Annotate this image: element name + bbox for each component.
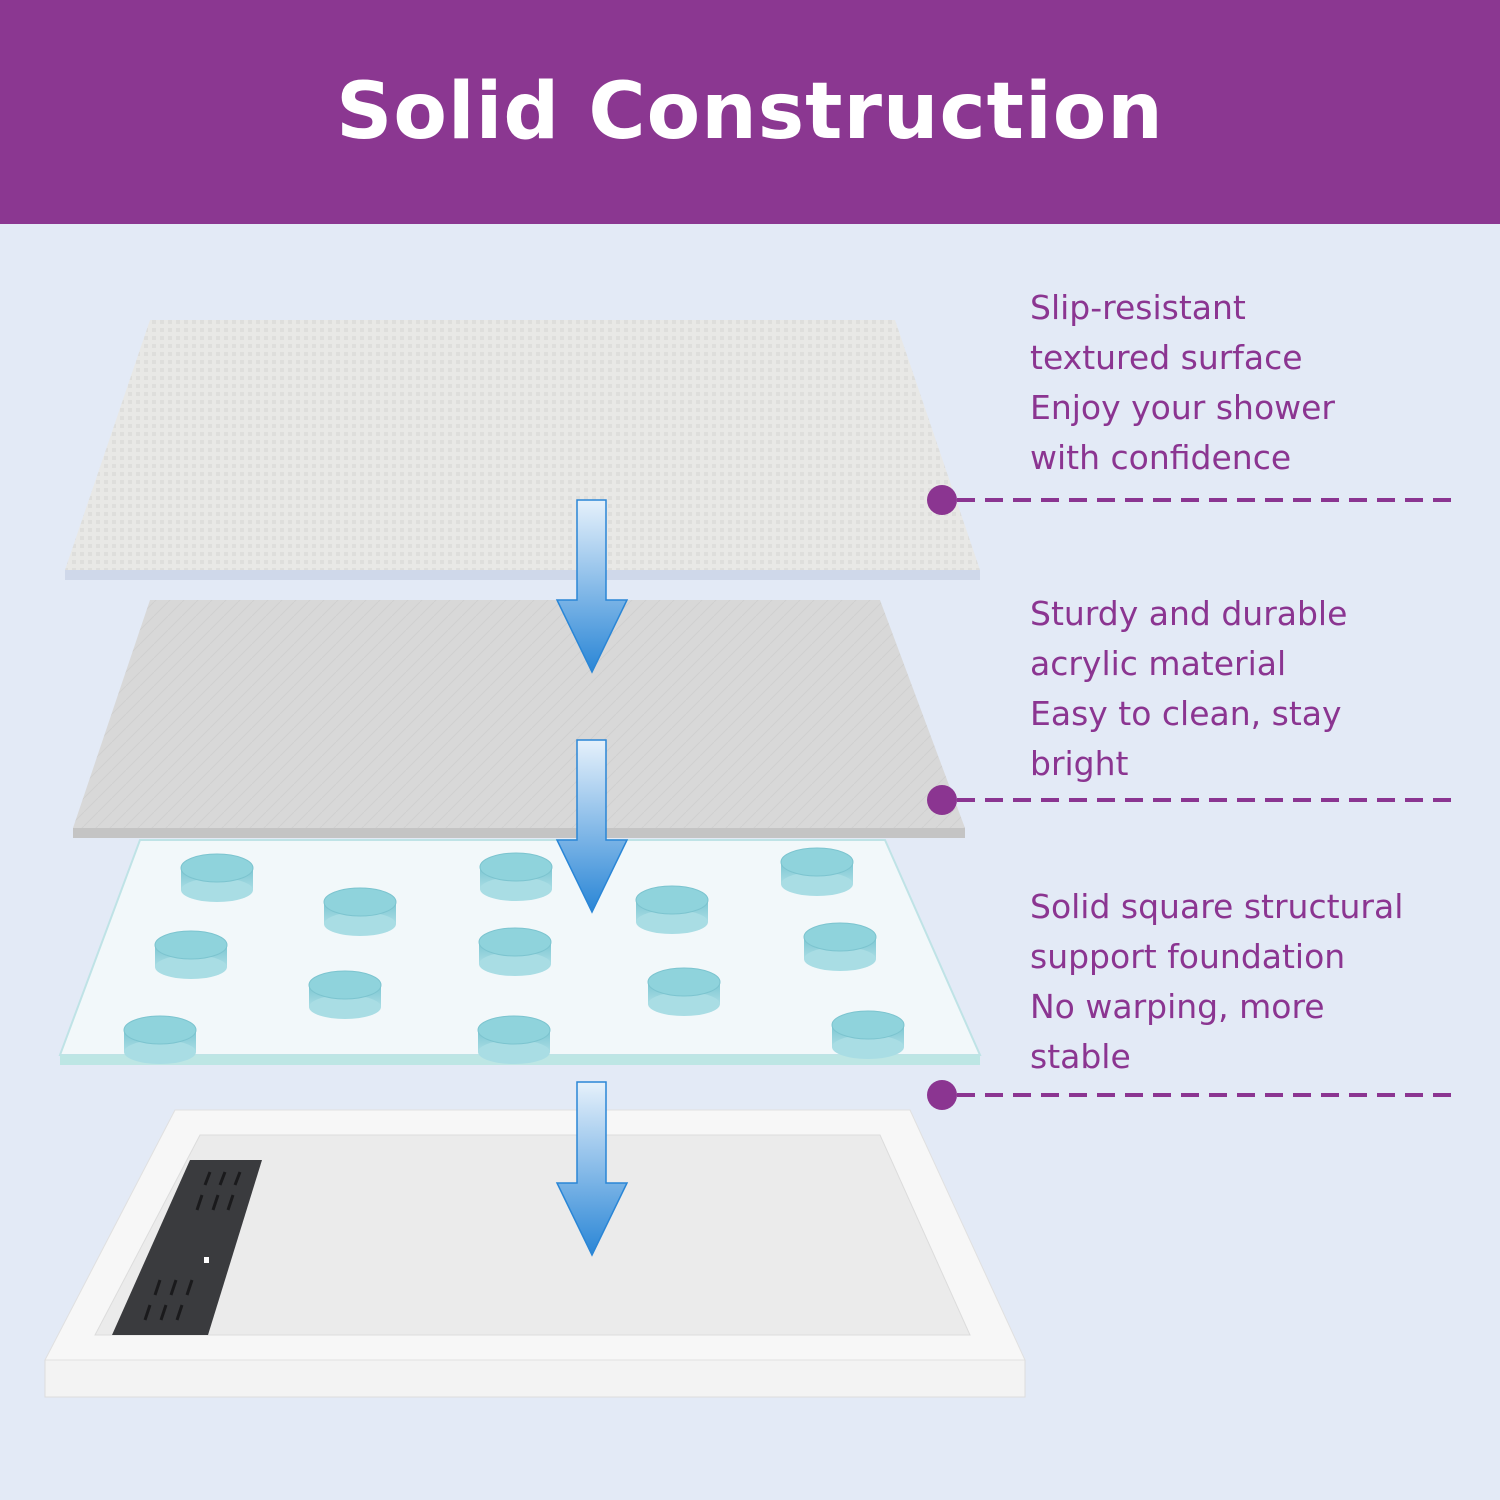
feature-text-surface: Slip-resistant textured surface Enjoy yo… (1030, 283, 1335, 483)
support-puck (635, 885, 709, 934)
support-puck (323, 887, 397, 936)
header-banner: Solid Construction (0, 0, 1500, 224)
support-puck (780, 847, 854, 896)
support-puck (479, 852, 553, 901)
support-puck (647, 967, 721, 1016)
callout-connector-1 (927, 485, 1460, 515)
feature-line: acrylic material (1030, 644, 1287, 683)
support-puck (123, 1015, 197, 1064)
feature-text-foundation: Solid square structural support foundati… (1030, 882, 1403, 1082)
page-title: Solid Construction (336, 67, 1164, 157)
support-puck (803, 922, 877, 971)
support-foundation-layer (58, 839, 982, 1065)
drain-cover (112, 1160, 262, 1335)
feature-line: Slip-resistant (1030, 288, 1246, 327)
feature-line: with confidence (1030, 438, 1292, 477)
feature-text-acrylic: Sturdy and durable acrylic material Easy… (1030, 589, 1347, 789)
support-puck (477, 1015, 551, 1064)
down-arrow-icon (555, 499, 629, 674)
textured-surface-layer (65, 320, 980, 580)
support-puck (478, 927, 552, 976)
feature-line: Sturdy and durable (1030, 594, 1348, 633)
feature-line: bright (1030, 744, 1129, 783)
support-puck (180, 853, 254, 902)
feature-line: Solid square structural (1030, 887, 1404, 926)
feature-line: Easy to clean, stay (1030, 694, 1342, 733)
feature-line: support foundation (1030, 937, 1346, 976)
acrylic-layer (73, 600, 965, 838)
callout-connector-3 (927, 1080, 1460, 1110)
support-puck (308, 970, 382, 1019)
callout-connector-2 (927, 785, 1460, 815)
down-arrow-icon (555, 739, 629, 914)
down-arrow-icon (555, 1081, 629, 1257)
support-puck (831, 1010, 905, 1059)
shower-base-tray (44, 1109, 1026, 1398)
feature-line: textured surface (1030, 338, 1303, 377)
feature-line: stable (1030, 1037, 1131, 1076)
support-puck (154, 930, 228, 979)
feature-line: No warping, more (1030, 987, 1325, 1026)
feature-line: Enjoy your shower (1030, 388, 1335, 427)
